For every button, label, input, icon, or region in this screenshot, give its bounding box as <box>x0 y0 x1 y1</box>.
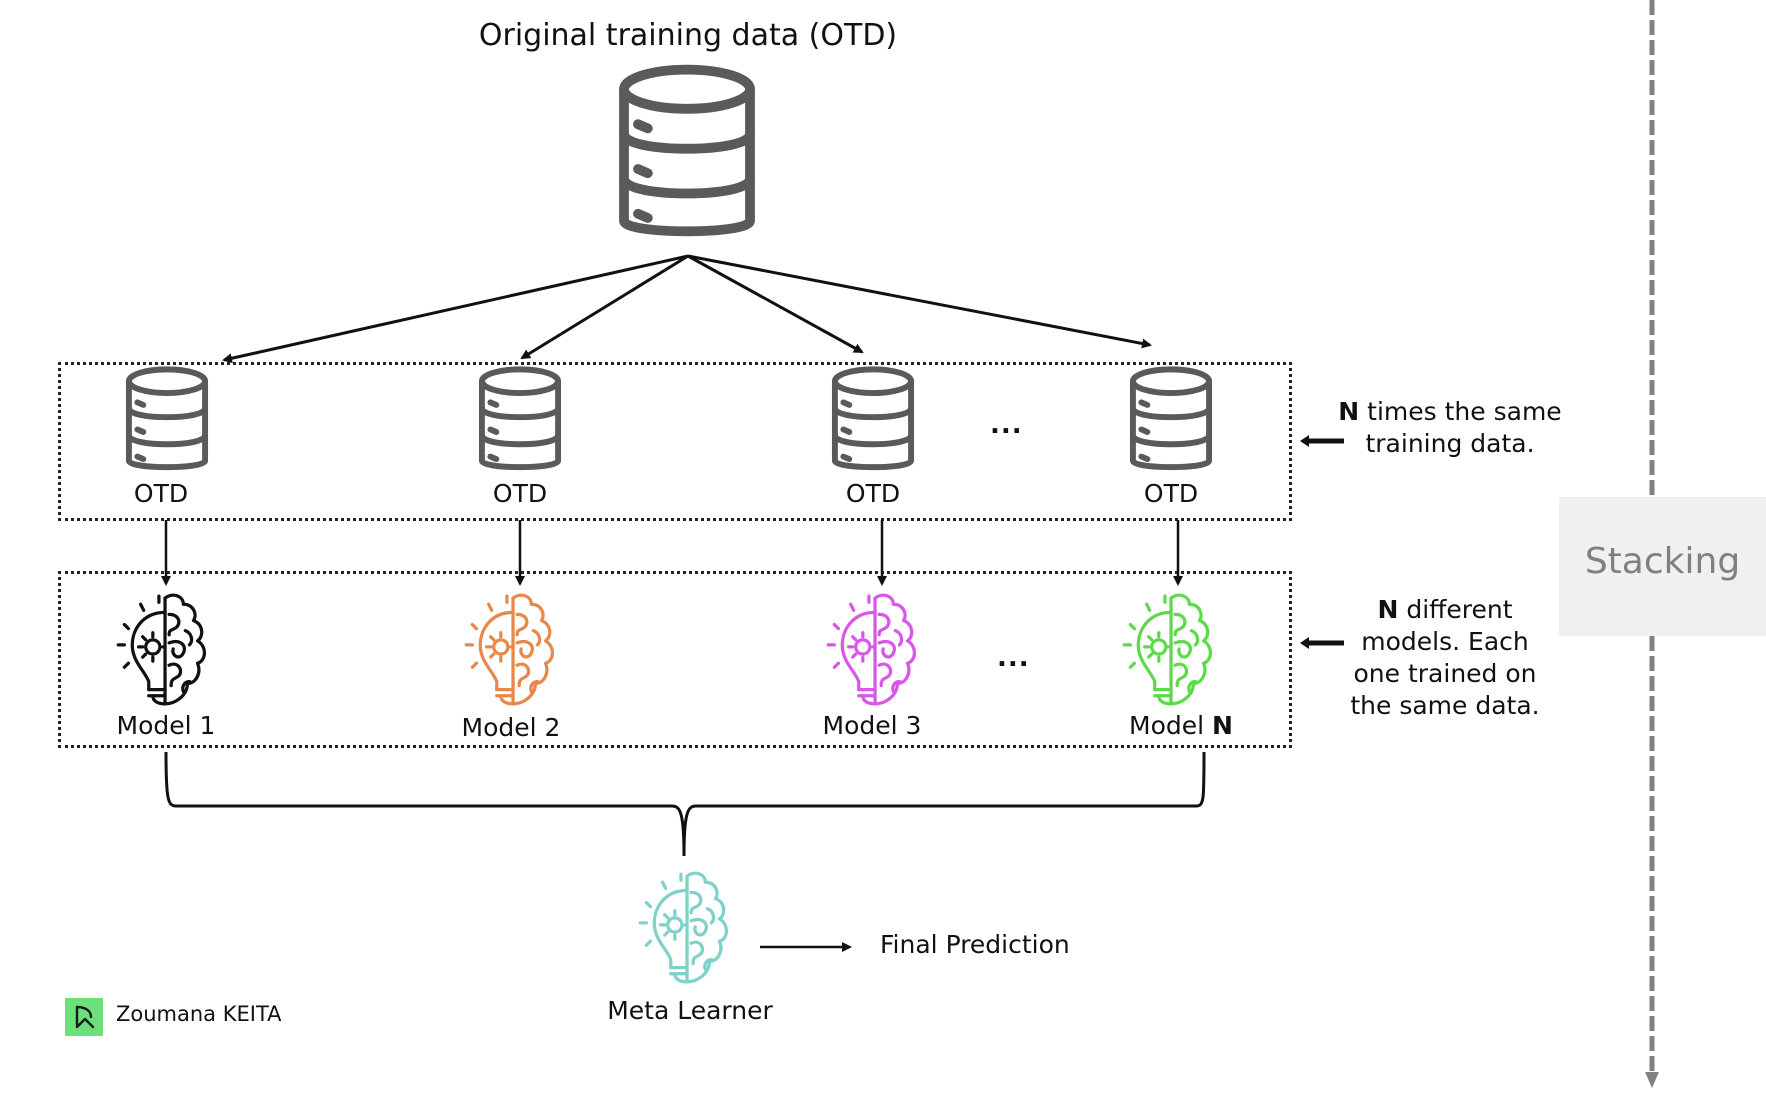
models-note-text1: different <box>1398 595 1513 624</box>
stacking-label: Stacking <box>1584 541 1741 582</box>
datasets-note-bold: N <box>1338 397 1360 426</box>
models-note-line4: the same data. <box>1350 691 1540 720</box>
datasets-group-box <box>58 362 1292 521</box>
model-label-n: Model N <box>1081 711 1281 740</box>
datasets-ellipsis: ... <box>990 410 1023 440</box>
models-note-line3: one trained on <box>1353 659 1537 688</box>
model-label-1-text: Model 1 <box>116 711 216 740</box>
datasets-note-text1: times the same <box>1359 397 1562 426</box>
meta-learner-brain-icon <box>638 871 729 984</box>
models-note-bold: N <box>1377 595 1399 624</box>
datasets-note: N times the same training data. <box>1330 396 1570 460</box>
arrow-to-otd-1 <box>222 254 689 364</box>
model-label-2: Model 2 <box>411 713 611 742</box>
models-note-line2: models. Each <box>1361 627 1529 656</box>
model-label-3-text: Model 3 <box>822 711 922 740</box>
note-arrowhead-models <box>1300 637 1309 649</box>
otd-database-icon-3 <box>835 369 911 467</box>
aggregation-bracket <box>164 751 1206 857</box>
arrow-to-otd-n <box>687 254 1152 349</box>
model-1-brain-icon <box>116 593 207 706</box>
model-label-n-bold: N <box>1212 711 1233 740</box>
model-n-brain-icon <box>1122 593 1213 706</box>
author-name: Zoumana KEITA <box>116 1002 282 1026</box>
model-2-brain-icon <box>464 593 555 706</box>
meta-learner-label: Meta Learner <box>607 996 773 1025</box>
model-label-n-text: Model <box>1129 711 1213 740</box>
otd-database-icon-2 <box>482 369 558 467</box>
main-database-icon <box>624 70 750 232</box>
otd-database-icon-1 <box>129 369 205 467</box>
model-label-1: Model 1 <box>66 711 266 740</box>
otd-label-2: OTD <box>492 479 548 508</box>
diagram-title: Original training data (OTD) <box>478 18 898 53</box>
models-note-line1: N different <box>1340 594 1550 626</box>
models-ellipsis: ... <box>997 643 1030 673</box>
otd-label-1: OTD <box>133 479 189 508</box>
dk-logo-icon <box>75 1005 95 1029</box>
arrow-to-otd-3 <box>687 254 864 354</box>
models-group-box <box>58 571 1292 748</box>
model-label-3: Model 3 <box>772 711 972 740</box>
stacking-label-box: Stacking <box>1559 497 1766 636</box>
otd-database-icon-n <box>1133 369 1209 467</box>
model-3-brain-icon <box>826 593 917 706</box>
otd-label-3: OTD <box>845 479 901 508</box>
model-label-2-text: Model 2 <box>461 713 561 742</box>
models-note: N different models. Each one trained on … <box>1340 594 1550 722</box>
arrow-to-otd-2 <box>520 254 689 360</box>
author-logo <box>65 998 103 1036</box>
datasets-note-line1: N times the same <box>1330 396 1570 428</box>
final-prediction-label: Final Prediction <box>880 930 1070 959</box>
datasets-note-line2: training data. <box>1365 429 1535 458</box>
otd-label-n: OTD <box>1143 479 1199 508</box>
note-arrowhead-datasets <box>1300 435 1309 447</box>
